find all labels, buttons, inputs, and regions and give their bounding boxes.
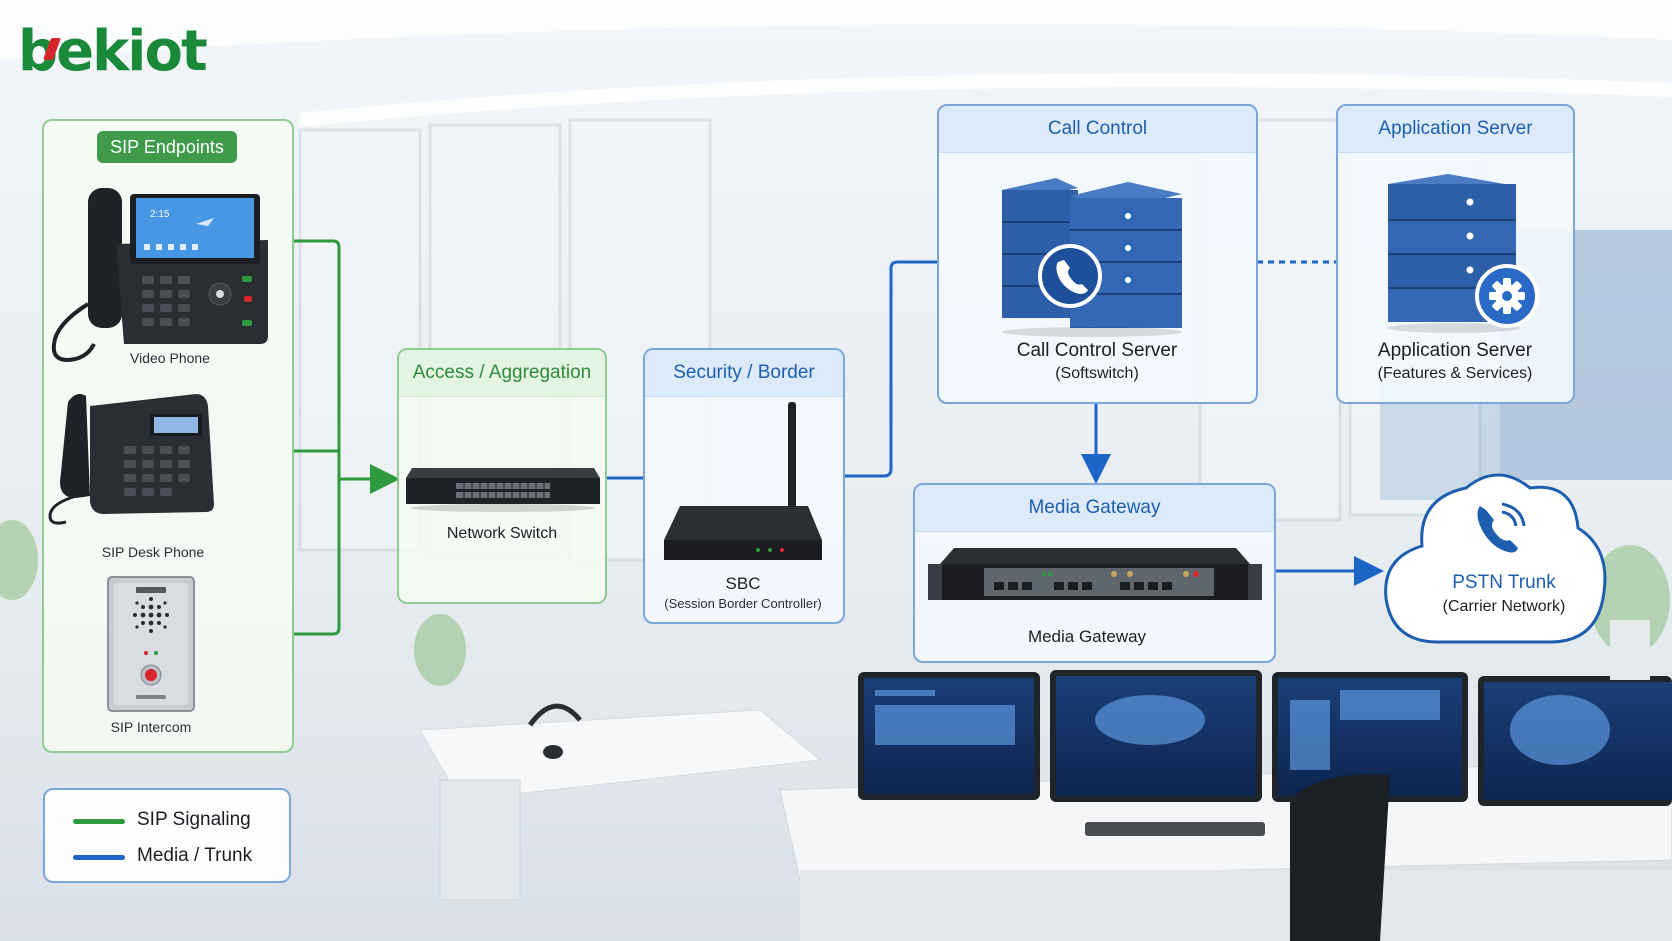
network-switch-label: Network Switch	[446, 525, 558, 542]
call-control-server-sublabel: (Softswitch)	[1055, 365, 1139, 382]
media-gateway-image	[928, 548, 1262, 600]
sbc-device-image	[664, 402, 822, 560]
video-phone-label: Video Phone	[130, 350, 210, 366]
security-border-title: Security / Border	[645, 350, 843, 397]
sip-intercom-image	[107, 576, 195, 712]
video-phone-clock: 2:15	[150, 209, 170, 220]
call-control-server-image	[1002, 178, 1182, 337]
pstn-trunk-sublabel: (Carrier Network)	[1442, 598, 1566, 615]
signaling-lines	[293, 239, 400, 636]
media-gateway-label: Media Gateway	[1027, 627, 1147, 646]
legend-label-signaling: SIP Signaling	[137, 809, 251, 830]
legend-swatch-media	[73, 855, 125, 860]
sbc-sublabel: (Session Border Controller)	[664, 596, 822, 611]
pstn-cloud	[1384, 473, 1607, 644]
legend-swatch-signaling	[73, 819, 125, 824]
pstn-trunk-label: PSTN Trunk	[1452, 572, 1556, 593]
media-lines	[606, 260, 1384, 586]
sip-desk-phone-image	[48, 394, 214, 525]
call-control-server-label: Call Control Server	[1016, 340, 1178, 361]
application-server-image	[1388, 174, 1539, 333]
legend: SIP Signaling Media / Trunk	[43, 788, 291, 883]
legend-label-media: Media / Trunk	[137, 845, 253, 866]
brand-logo: bekiot	[18, 22, 208, 82]
network-switch-image	[406, 468, 600, 512]
phone-waves-icon	[1477, 502, 1526, 553]
access-aggregation-title: Access / Aggregation	[399, 350, 605, 397]
sip-intercom-label: SIP Intercom	[110, 719, 192, 735]
application-server-sublabel: (Features & Services)	[1377, 365, 1533, 382]
sip-desk-phone-label: SIP Desk Phone	[101, 544, 205, 560]
call-control-title: Call Control	[939, 106, 1256, 153]
application-server-panel: Application Server	[1336, 104, 1575, 404]
application-server-label: Application Server	[1377, 340, 1533, 361]
sip-endpoints-title: SIP Endpoints	[97, 131, 237, 163]
video-phone-image: 2:15	[51, 188, 268, 363]
sbc-label: SBC	[725, 574, 761, 593]
media-gateway-title: Media Gateway	[915, 485, 1274, 532]
security-border-panel: Security / Border	[643, 348, 845, 624]
application-server-title: Application Server	[1338, 106, 1573, 153]
